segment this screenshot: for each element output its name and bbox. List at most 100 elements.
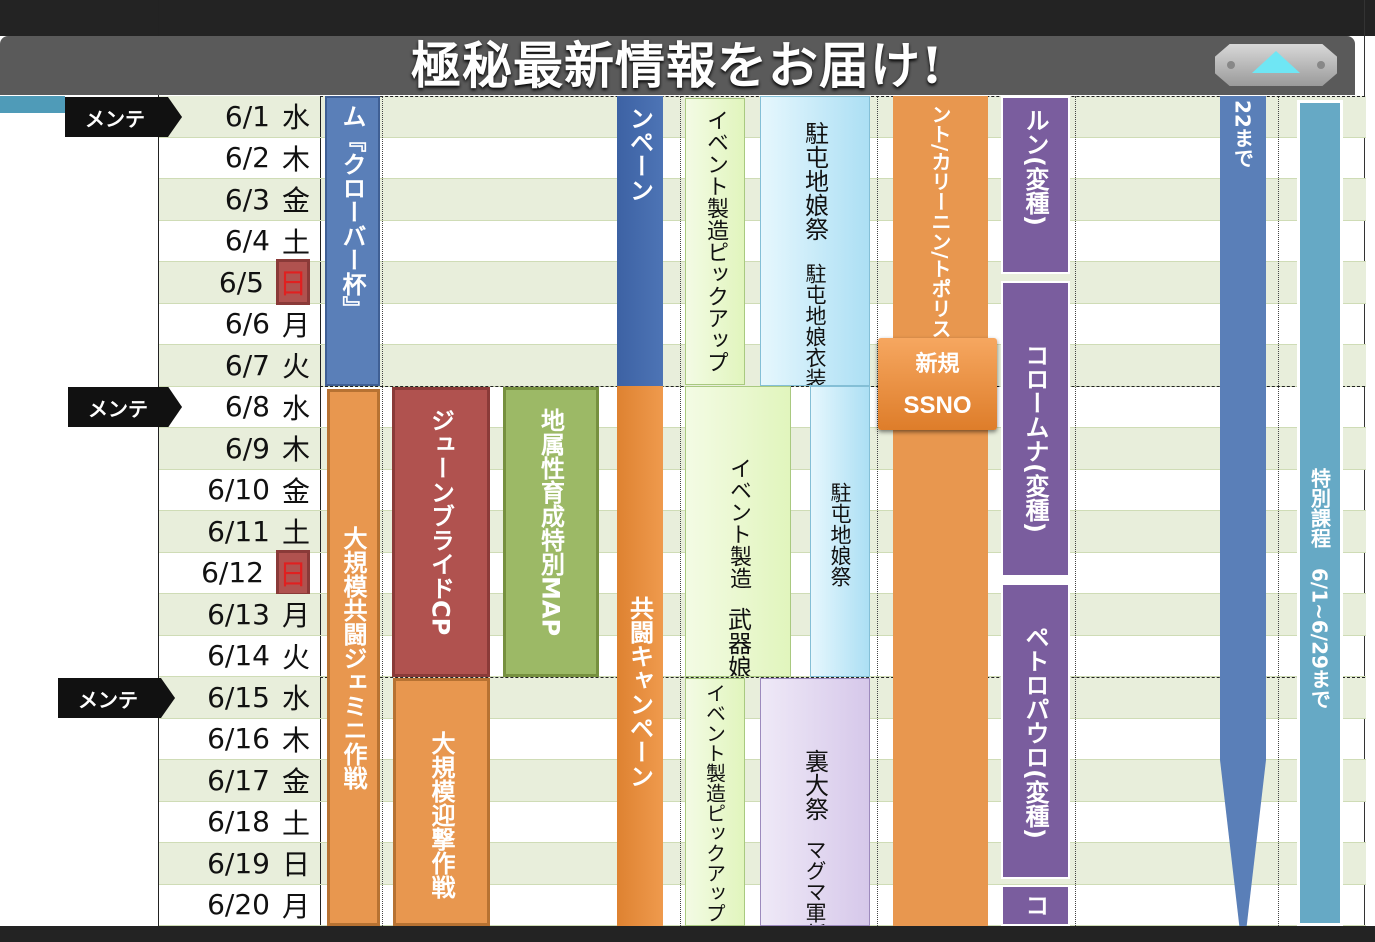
event-gemini-operation[interactable]: 大規模共闘ジェミニ作戦 [327,389,380,926]
weekday-label: 火 [281,640,310,674]
event-label: 裏大祭 [800,749,829,821]
date-cell: 6/15 水 [159,677,321,718]
event-sublabel: マグマ軍新登場 [803,839,827,926]
event-label: 22まで [1230,100,1255,168]
date-label: 6/5 [218,265,264,299]
top-bar [0,0,1375,36]
date-cell: 6/4 土 [159,220,321,261]
weekday-label: 水 [281,682,310,716]
column-divider [680,96,681,926]
weekday-label: 木 [281,142,310,176]
badge-ssno: SSNO [903,392,972,419]
maintenance-divider [320,677,1365,678]
event-special-course[interactable]: 特別課程 6/1~6/29まで [1297,100,1343,926]
weekday-label: 日 [281,848,310,882]
event-sublabel: 駐屯地娘衣装替え新登場 [803,263,827,386]
event-variant-petropavlo[interactable]: ペトロパウロ(変種) [1001,583,1070,879]
weekday-label: 火 [281,350,310,384]
event-variant-4[interactable]: コ [1001,885,1070,926]
weekday-label: 水 [281,391,310,425]
date-cell: 6/6 月 [159,303,321,344]
date-label: 6/14 [207,639,270,673]
event-ssno-rotation[interactable]: ント/カリーニン/トポリスク [893,96,988,926]
date-label: 6/6 [224,307,270,341]
maintenance-label: メンテ [85,106,145,131]
event-ura-festival[interactable]: 裏大祭マグマ軍新登場 [760,678,870,926]
date-label: 6/12 [201,556,264,590]
badge-new: 新規 [915,352,960,377]
event-variant-1[interactable]: ルン(変種) [1001,96,1070,274]
date-cell: 6/3 金 [159,179,321,220]
partial-event-bar [0,96,65,113]
event-label: イベント製造ピックアップ [703,109,728,373]
event-label: ム『クローバー杯』 [338,104,366,320]
maintenance-tag: メンテ [58,678,175,718]
date-label: 6/7 [224,348,270,382]
event-label: 共闘キャンペーン [625,596,654,788]
weekday-label: 月 [281,599,310,633]
date-label: 6/2 [224,141,270,175]
event-variant-colomna[interactable]: コロームナ(変種) [1001,281,1070,577]
date-cell: 6/14 火 [159,635,321,676]
event-build[interactable]: イベント製造武器娘新登場 [685,386,791,677]
event-joint-campaign[interactable]: 共闘キャンペーン [617,386,663,926]
weekday-label: 土 [281,516,310,550]
date-label: 6/13 [207,597,270,631]
scroll-up-button[interactable] [1215,44,1337,86]
event-until-22[interactable]: 22まで [1220,96,1266,926]
event-label: ペトロパウロ(変種) [1021,625,1049,839]
date-label: 6/1 [224,99,270,133]
event-label: ルン(変種) [1021,108,1049,226]
maintenance-tag: メンテ [68,387,182,427]
date-label: 6/16 [207,722,270,756]
event-garrison-festival-2[interactable]: 駐屯地娘祭 [810,386,870,677]
date-label: 6/10 [207,473,270,507]
date-label: 6/3 [224,182,270,216]
date-label: 6/15 [207,680,270,714]
date-cell: 6/16 木 [159,718,321,759]
event-label: ント/カリーニン/トポリスク [928,104,952,359]
event-label: 特別課程 6/1~6/29まで [1307,468,1332,709]
event-campaign[interactable]: ンペーン [617,96,663,386]
date-cell: 6/7 火 [159,345,321,386]
event-garrison-festival[interactable]: 駐屯地娘祭駐屯地娘衣装替え新登場 [760,96,870,386]
event-label: イベント製造ピックアップ [702,683,727,923]
weekday-label: 月 [281,308,310,342]
event-label: コ [1021,893,1049,917]
column-divider [1075,96,1076,926]
weekday-label: 土 [281,225,310,259]
event-label: 大規模共闘ジェミニ作戦 [339,525,367,790]
triangle-up-icon [1252,51,1300,73]
event-label: 地属性育成特別MAP [536,408,565,637]
event-interception-operation[interactable]: 大規模迎撃作戦 [393,678,490,926]
event-june-bride-cp[interactable]: ジューンブライドCP [392,387,490,677]
event-label: 駐屯地娘祭 [828,482,852,587]
table-row: 6/12 日 [159,549,1366,596]
weekday-label: 月 [281,889,310,923]
weekday-label: 木 [281,723,310,757]
date-label: 6/9 [224,431,270,465]
event-clover-cup[interactable]: ム『クローバー杯』 [325,96,380,386]
event-earth-training-map[interactable]: 地属性育成特別MAP [503,387,599,677]
date-cell: 6/2 木 [159,137,321,178]
event-label: ンペーン [625,106,654,202]
rivet-icon [1317,61,1325,69]
weekday-label: 日 [275,549,310,596]
event-build-pickup[interactable]: イベント製造ピックアップ [685,98,745,385]
rivet-icon [1227,61,1235,69]
column-divider [382,96,383,926]
page-title: 極秘最新情報をお届け! [411,36,944,95]
weekday-label: 木 [281,433,310,467]
date-label: 6/4 [224,224,270,258]
event-build-pickup-2[interactable]: イベント製造ピックアップ [685,678,745,926]
date-label: 6/18 [207,805,270,839]
maintenance-label: メンテ [78,687,138,712]
header: 極秘最新情報をお届け! [0,36,1355,95]
weekday-label: 金 [281,184,310,218]
